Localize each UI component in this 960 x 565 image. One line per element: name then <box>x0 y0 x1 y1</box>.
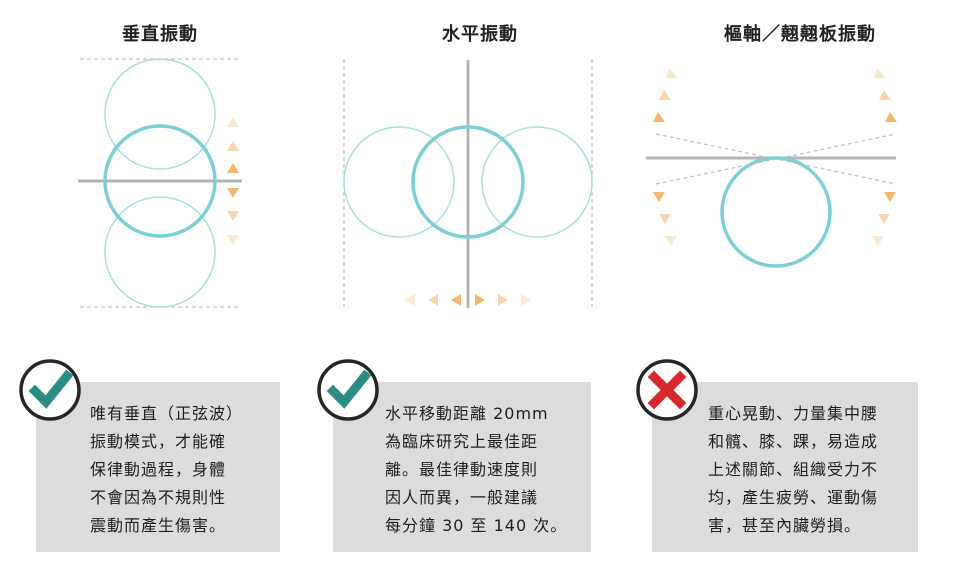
note-text: 唯有垂直（正弦波） 振動模式，才能確 保律動過程，身體 不會因為不規則性 震動而… <box>90 400 276 540</box>
horizontal-vibration-diagram <box>343 59 593 308</box>
note-line: 和髖、膝、踝，易造成 <box>708 432 879 451</box>
note-line: 離。最佳律動速度則 <box>385 460 539 479</box>
left-down-arrows-icon <box>653 192 677 246</box>
down-arrows-icon <box>227 188 239 245</box>
note-line: 重心晃動、力量集中腰 <box>708 404 879 423</box>
note-line: 不會因為不規則性 <box>90 488 227 507</box>
note-box: 重心晃動、力量集中腰 和髖、膝、踝，易造成 上述關節、組織受力不 均，產生疲勞、… <box>652 382 918 552</box>
ghost-circle-bottom <box>104 196 216 308</box>
note-box: 唯有垂直（正弦波） 振動模式，才能確 保律動過程，身體 不會因為不規則性 震動而… <box>36 382 280 552</box>
up-arrows-icon <box>227 117 239 173</box>
main-circle <box>103 124 217 238</box>
note-text: 重心晃動、力量集中腰 和髖、膝、踝，易造成 上述關節、組織受力不 均，產生疲勞、… <box>708 400 914 540</box>
ghost-circle-right <box>481 126 593 238</box>
main-circle <box>720 156 832 268</box>
checkmark-icon <box>19 359 81 421</box>
main-circle <box>411 125 525 239</box>
left-arrows-icon <box>405 294 461 306</box>
note-box: 水平移動距離 20mm 為臨床研究上最佳距 離。最佳律動速度則 因人而異，一般建… <box>333 382 591 552</box>
ghost-circle-left <box>343 126 455 238</box>
checkmark-icon <box>317 359 379 421</box>
right-down-arrows-icon <box>872 192 896 246</box>
left-up-arrows-icon <box>653 68 677 122</box>
note-line: 因人而異，一般建議 <box>385 488 539 507</box>
note-line: 水平移動距離 20mm <box>385 404 549 423</box>
panel-title: 樞軸／翹翹板振動 <box>724 24 876 45</box>
panel-pivot: 樞軸／翹翹板振動 重心晃動、力量集中腰 和髖、膝、踝，易造成 <box>636 0 960 565</box>
note-line: 保律動過程，身體 <box>90 460 227 479</box>
note-line: 為臨床研究上最佳距 <box>385 432 539 451</box>
right-arrows-icon <box>475 294 531 306</box>
vertical-vibration-diagram <box>78 58 242 308</box>
note-line: 每分鐘 30 至 140 次。 <box>385 516 568 535</box>
note-line: 均，產生疲勞、運動傷 <box>708 488 879 507</box>
right-up-arrows-icon <box>873 68 897 122</box>
panel-horizontal: 水平振動 水平移動距離 20mm 為臨床研究上最佳距 離。最佳律動速度則 因人而… <box>317 0 640 565</box>
panel-title: 垂直振動 <box>122 24 198 45</box>
panel-title: 水平振動 <box>442 24 518 45</box>
note-line: 害，甚至內臟勞損。 <box>708 516 862 535</box>
cross-icon <box>636 359 698 421</box>
note-text: 水平移動距離 20mm 為臨床研究上最佳距 離。最佳律動速度則 因人而異，一般建… <box>385 400 585 540</box>
note-line: 振動模式，才能確 <box>90 432 227 451</box>
panel-vertical: 垂直振動 唯有垂直（正弦波） 振動模式，才能確 保律動過程，身體 不會因為不規則… <box>0 0 320 565</box>
pivot-vibration-diagram <box>646 68 897 268</box>
note-line: 上述關節、組織受力不 <box>708 460 879 479</box>
ghost-circle-top <box>104 58 216 170</box>
note-line: 唯有垂直（正弦波） <box>90 404 244 423</box>
note-line: 震動而產生傷害。 <box>90 516 227 535</box>
